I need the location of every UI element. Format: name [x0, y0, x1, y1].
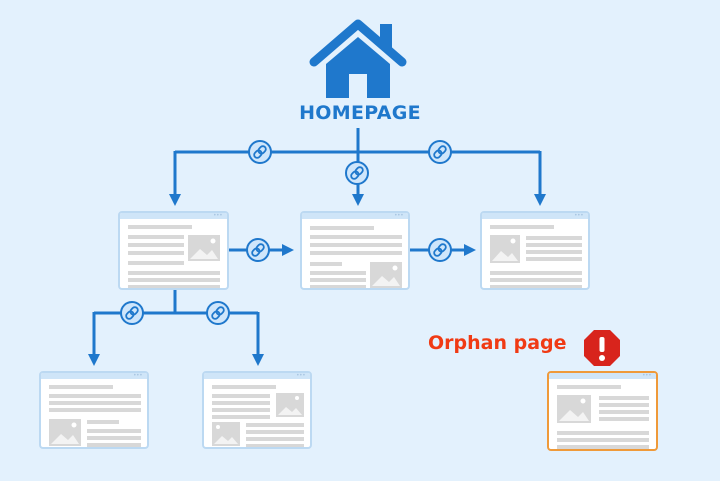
page-node-4[interactable]: •••: [39, 371, 149, 449]
page-content-placeholder: [557, 385, 649, 449]
page-node-2[interactable]: •••: [300, 211, 410, 290]
house-icon: [309, 19, 407, 98]
page-node-5[interactable]: •••: [202, 371, 312, 449]
page-content-placeholder: [212, 385, 304, 447]
orphan-page-node[interactable]: •••: [547, 371, 658, 451]
page-node-3[interactable]: •••: [480, 211, 590, 290]
page-content-placeholder: [490, 225, 582, 288]
page-content-placeholder: [310, 226, 402, 288]
warning-octagon-icon: [584, 330, 620, 366]
page-content-placeholder: [49, 385, 141, 447]
page-content-placeholder: [128, 225, 220, 288]
page-node-1[interactable]: •••: [118, 211, 229, 290]
homepage-label: HOMEPAGE: [299, 102, 421, 124]
orphan-page-label: Orphan page: [428, 332, 567, 354]
